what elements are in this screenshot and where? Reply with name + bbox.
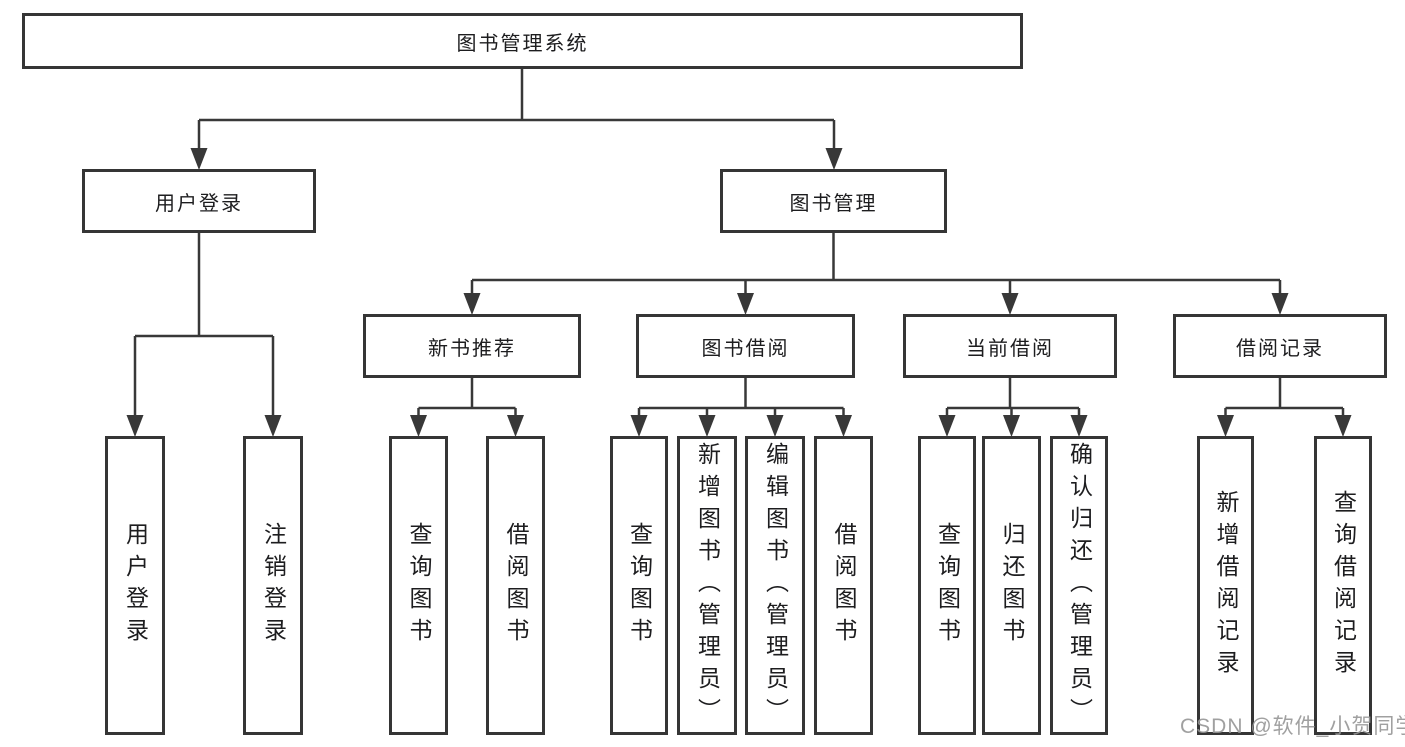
leaf-add-book-admin: 新增图书（管理员） <box>677 436 737 735</box>
node-new-book-recommendation: 新书推荐 <box>363 314 581 378</box>
leaf-borrow-books-borrowing: 借阅图书 <box>814 436 873 735</box>
leaf-edit-book-admin: 编辑图书（管理员） <box>745 436 805 735</box>
watermark: CSDN @软件_小贺同学 <box>1180 715 1405 738</box>
node-label: 借阅图书 <box>831 521 857 650</box>
leaf-query-borrow-record: 查询借阅记录 <box>1314 436 1372 735</box>
node-user-login: 用户登录 <box>82 169 316 233</box>
leaf-confirm-return-admin: 确认归还（管理员） <box>1050 436 1108 735</box>
node-label: 新增借阅记录 <box>1213 489 1239 682</box>
leaf-logout-login: 注销登录 <box>243 436 303 735</box>
node-label: 图书管理系统 <box>456 32 589 55</box>
node-label: 借阅图书 <box>503 521 529 650</box>
node-label: 查询图书 <box>626 521 653 650</box>
node-label: 图书管理 <box>789 192 878 215</box>
leaf-borrow-books-recommendation: 借阅图书 <box>486 436 545 735</box>
node-label: 图书借阅 <box>701 337 790 360</box>
node-label: 新增图书（管理员） <box>694 441 721 730</box>
node-label: 查询图书 <box>934 521 961 650</box>
node-label: 借阅记录 <box>1236 337 1324 360</box>
node-current-borrowing: 当前借阅 <box>903 314 1117 378</box>
node-label: 注销登录 <box>260 521 287 650</box>
node-library-management-system: 图书管理系统 <box>22 13 1023 69</box>
node-borrowing-records: 借阅记录 <box>1173 314 1387 378</box>
leaf-user-login: 用户登录 <box>105 436 165 735</box>
node-label: 新书推荐 <box>428 337 516 360</box>
node-label: 查询借阅记录 <box>1330 489 1357 682</box>
leaf-add-borrow-record: 新增借阅记录 <box>1197 436 1254 735</box>
arrowhead-icons <box>126 148 1352 437</box>
leaf-query-books-recommendation: 查询图书 <box>389 436 448 735</box>
node-book-borrowing: 图书借阅 <box>636 314 855 378</box>
node-label: 确认归还（管理员） <box>1066 441 1093 730</box>
leaf-query-books-current: 查询图书 <box>918 436 976 735</box>
node-label: 用户登录 <box>122 521 149 650</box>
node-book-management: 图书管理 <box>720 169 947 233</box>
node-label: 查询图书 <box>406 521 432 650</box>
node-label: 当前借阅 <box>966 337 1054 360</box>
leaf-query-books-borrowing: 查询图书 <box>610 436 668 735</box>
node-label: 编辑图书（管理员） <box>762 441 789 730</box>
node-label: 用户登录 <box>155 192 243 215</box>
node-label: 归还图书 <box>999 521 1025 650</box>
leaf-return-books: 归还图书 <box>982 436 1041 735</box>
